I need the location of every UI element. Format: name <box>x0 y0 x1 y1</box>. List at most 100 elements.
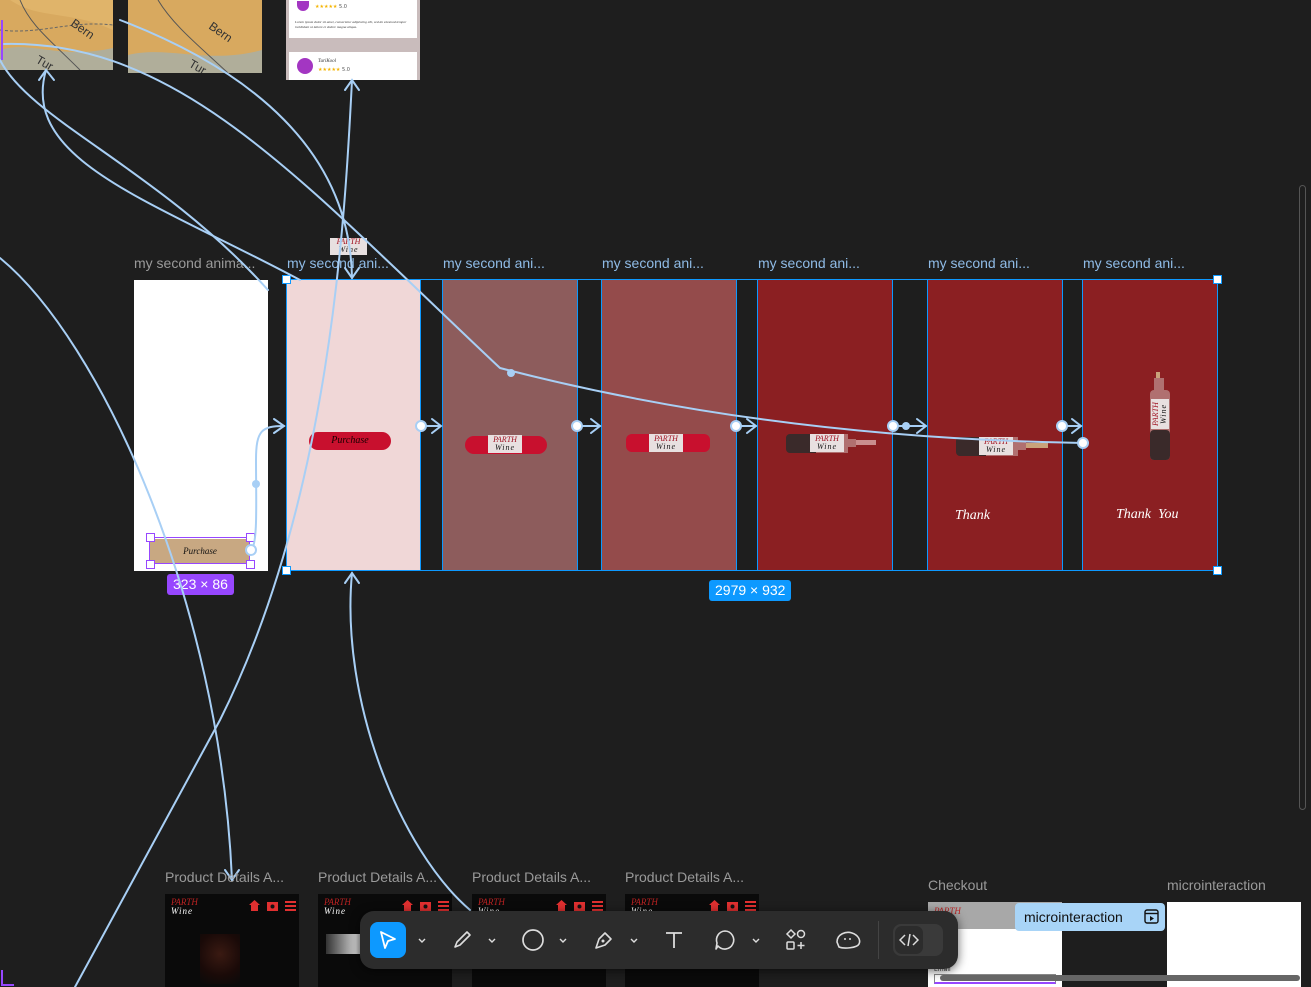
reviewer-name: TuriKool <box>318 59 337 64</box>
resize-handle[interactable] <box>282 566 291 575</box>
brand-line1: PARTH <box>631 897 658 907</box>
pen-icon <box>595 932 612 949</box>
brand-line2: Wine <box>338 245 359 254</box>
frame-label[interactable]: Product Details A... <box>472 869 592 885</box>
menu-icon <box>592 901 603 911</box>
animation-frame-7[interactable]: PARTH Wine Thank You <box>1083 280 1217 571</box>
rating-stars: ★★★★★ 5.0 <box>315 4 347 10</box>
rating-value: 5.0 <box>339 4 347 10</box>
animation-frame-4[interactable]: PARTH Wine <box>602 280 736 571</box>
purchase-label: Purchase <box>331 435 369 446</box>
wine-label: PARTH Wine <box>810 434 844 452</box>
brand-line2: Wine <box>656 442 676 451</box>
frame-label[interactable]: Product Details A... <box>165 869 285 885</box>
wine-label: PARTH Wine <box>649 434 683 452</box>
frame-label[interactable]: my second ani... <box>443 255 545 271</box>
thank-you-text: Thank You <box>1116 507 1179 522</box>
shape-builder-icon <box>836 931 861 949</box>
menu-icon <box>745 901 756 911</box>
review-text: Lorem ipsum dolor sit amet, consectetur … <box>295 20 407 29</box>
brand-line1: PARTH <box>815 434 839 443</box>
brand-line2: Wine <box>171 906 193 916</box>
text-icon <box>666 932 682 948</box>
home-icon <box>249 900 260 911</box>
frame-label[interactable]: microinteraction <box>1167 877 1266 893</box>
comment-tool-button[interactable] <box>707 922 743 958</box>
home-icon <box>402 900 413 911</box>
resize-handle[interactable] <box>1213 275 1222 284</box>
ellipse-icon <box>522 929 544 951</box>
prototype-flow-chip[interactable]: microinteraction <box>1015 903 1165 931</box>
resize-handle[interactable] <box>282 275 291 284</box>
microinteraction-frame[interactable] <box>1167 902 1301 987</box>
chevron-down-icon[interactable] <box>488 938 496 944</box>
frame-label[interactable]: my second ani... <box>928 255 1030 271</box>
menu-icon <box>438 901 449 911</box>
pen-tool-button[interactable] <box>586 922 622 958</box>
chevron-down-icon[interactable] <box>559 938 567 944</box>
avatar <box>297 58 313 74</box>
bottom-toolbar <box>360 911 958 969</box>
components-icon <box>785 928 806 950</box>
frame-label[interactable]: my second ani... <box>1083 255 1185 271</box>
resize-handle[interactable] <box>1213 566 1222 575</box>
product-details-frame-1[interactable]: PARTH Wine <box>165 894 299 987</box>
frame-label[interactable]: my second ani... <box>602 255 704 271</box>
shape-builder-button[interactable] <box>830 922 866 958</box>
brand-line2: Wine <box>495 443 515 452</box>
animation-frame-1[interactable]: Purchase <box>134 280 268 571</box>
multi-selection-box[interactable] <box>286 279 1218 571</box>
chevron-down-icon[interactable] <box>418 938 426 944</box>
dev-mode-knob <box>895 926 923 954</box>
camera-icon <box>727 902 738 911</box>
purchase-button[interactable]: Purchase <box>309 432 391 450</box>
horizontal-scrollbar[interactable] <box>940 975 1300 981</box>
home-icon <box>709 900 720 911</box>
chevron-down-icon[interactable] <box>752 938 760 944</box>
resize-handle[interactable] <box>246 560 255 569</box>
review-card-top: ★★★★★ 5.0 Lorem ipsum dolor sit amet, co… <box>289 0 417 38</box>
frame-label[interactable]: Product Details A... <box>625 869 745 885</box>
dev-mode-toggle[interactable] <box>893 924 943 956</box>
camera-icon <box>574 902 585 911</box>
move-tool-button[interactable] <box>370 922 406 958</box>
review-thumbnail[interactable]: ★★★★★ 5.0 Lorem ipsum dolor sit amet, co… <box>286 0 420 80</box>
frame-label[interactable]: my second ani... <box>758 255 860 271</box>
review-card-bottom: TuriKool ★★★★★ 5.0 <box>289 52 417 80</box>
text-tool-button[interactable] <box>656 922 692 958</box>
brand-line2: Wine <box>324 906 346 916</box>
brand-line2: Wine <box>986 445 1006 454</box>
animation-frame-3[interactable]: PARTH Wine <box>443 280 577 571</box>
pencil-tool-button[interactable] <box>444 922 480 958</box>
frame-label[interactable]: my second anima... <box>134 255 256 271</box>
toolbar-divider <box>878 921 879 959</box>
avatar <box>297 1 309 11</box>
animation-frame-5[interactable]: PARTH Wine <box>758 280 892 571</box>
brand-line1: PARTH <box>478 897 505 907</box>
product-image <box>200 934 240 984</box>
resize-handle[interactable] <box>146 533 155 542</box>
wine-label: PARTH Wine <box>488 435 522 453</box>
rating-stars: ★★★★★ 5.0 <box>318 67 350 73</box>
rating-value: 5.0 <box>342 67 350 73</box>
brand-line2: Wine <box>817 442 837 451</box>
size-badge-large: 2979 × 932 <box>709 580 792 601</box>
pencil-icon <box>454 931 471 948</box>
frame-label[interactable]: Product Details A... <box>318 869 438 885</box>
play-frame-icon[interactable] <box>1144 909 1159 924</box>
vertical-scrollbar[interactable] <box>1299 185 1306 810</box>
ellipse-tool-button[interactable] <box>515 922 551 958</box>
brand-line1: PARTH <box>654 434 678 443</box>
animation-frame-6[interactable]: PARTH Wine Thank <box>928 280 1062 571</box>
map-thumbnail-2[interactable]: Bern Tur <box>128 0 262 73</box>
actions-tool-button[interactable] <box>778 922 814 958</box>
animation-frame-2[interactable]: Purchase <box>287 280 421 571</box>
resize-handle[interactable] <box>146 560 155 569</box>
brand-line1: PARTH <box>984 437 1008 446</box>
chevron-down-icon[interactable] <box>630 938 638 944</box>
menu-icon <box>285 901 296 911</box>
frame-label[interactable]: Checkout <box>928 877 988 893</box>
flow-chip-label: microinteraction <box>1024 909 1123 925</box>
